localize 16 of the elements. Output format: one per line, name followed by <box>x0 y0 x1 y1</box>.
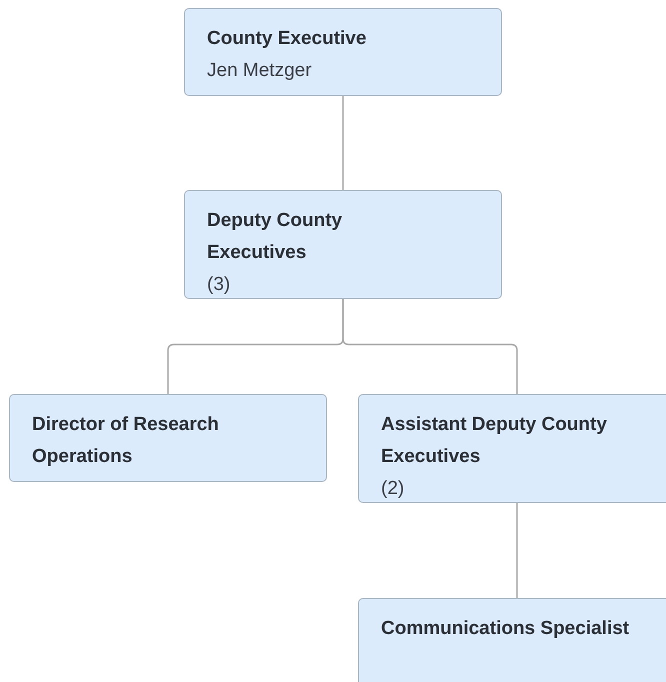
org-box <box>358 394 666 503</box>
org-box <box>184 8 502 96</box>
connector-line <box>516 503 518 598</box>
role-title: Assistant Deputy County Executives <box>381 413 608 469</box>
role-title: Communications Specialist <box>381 617 630 641</box>
connector-line <box>342 299 518 394</box>
role-title: Director of Research Operations <box>32 413 220 469</box>
connector-line <box>342 96 344 190</box>
role-title: Deputy County Executives <box>207 209 344 265</box>
role-title: County Executive <box>207 27 368 51</box>
org-box <box>358 598 666 682</box>
role-detail: (2) <box>381 477 406 501</box>
org-box <box>9 394 327 482</box>
role-detail: (3) <box>207 273 232 297</box>
role-detail: Jen Metzger <box>207 59 313 83</box>
org-box <box>184 190 502 299</box>
